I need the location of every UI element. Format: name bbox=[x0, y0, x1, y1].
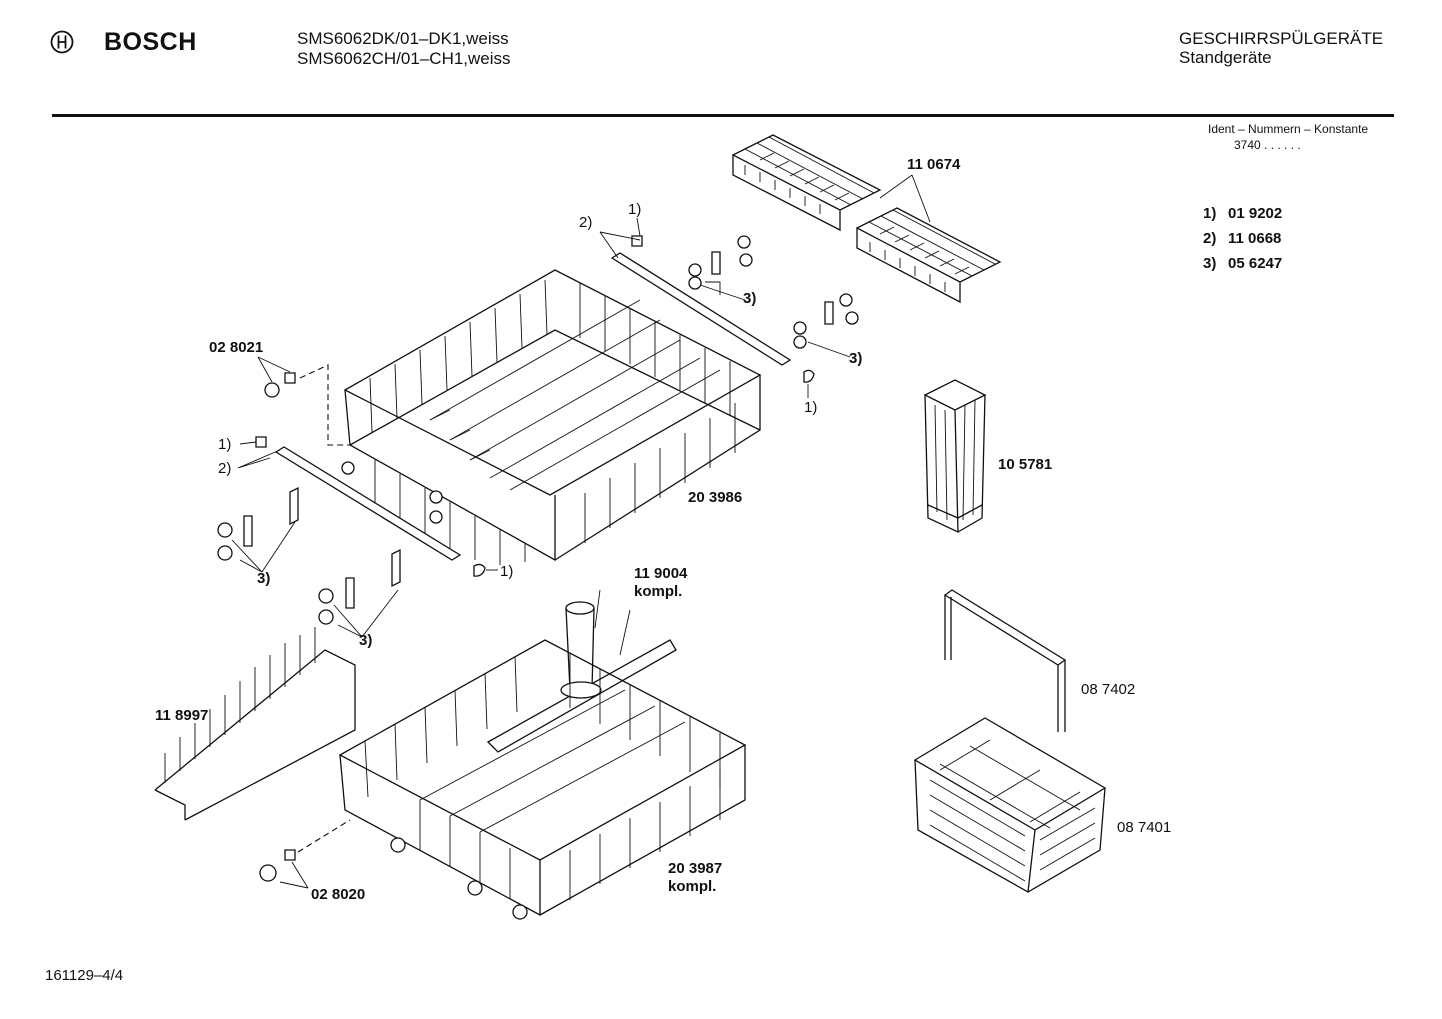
wheel-upper bbox=[258, 357, 350, 445]
callout-1-right: 1) bbox=[804, 399, 818, 416]
category-line-2: Standgeräte bbox=[1179, 48, 1272, 67]
callout-3-left-a: 3) bbox=[257, 570, 271, 587]
label-cutlery-trays: 11 0674 bbox=[907, 156, 961, 173]
insert-rack bbox=[155, 627, 355, 820]
cutlery-holder bbox=[925, 380, 985, 532]
ident-value: 3740 . . . . . . bbox=[1234, 138, 1301, 152]
spray-arm bbox=[488, 590, 676, 752]
label-cutlery-holder: 10 5781 bbox=[998, 456, 1053, 473]
label-cutlery-basket: 08 7401 bbox=[1117, 819, 1172, 836]
legend-value-3: 05 6247 bbox=[1228, 255, 1283, 272]
leader-cutlery-trays bbox=[880, 175, 930, 222]
callout-1-left: 1) bbox=[218, 436, 232, 453]
callout-1-rail-end: 1) bbox=[500, 563, 514, 580]
legend-value-2: 11 0668 bbox=[1228, 230, 1282, 247]
roller-fixture-left bbox=[218, 488, 400, 637]
label-handle: 08 7402 bbox=[1081, 681, 1136, 698]
model-line-1: SMS6062DK/01–DK1,weiss bbox=[297, 29, 509, 48]
callout-3-left-b: 3) bbox=[359, 632, 373, 649]
cutlery-tray-upper bbox=[733, 135, 880, 230]
callout-1-top: 1) bbox=[628, 201, 642, 218]
lower-basket bbox=[340, 640, 745, 919]
legend-key-2: 2) bbox=[1203, 230, 1217, 247]
label-upper-basket: 20 3986 bbox=[688, 489, 743, 506]
brand-name: BOSCH bbox=[104, 28, 197, 56]
ident-label: Ident – Nummern – Konstante bbox=[1208, 122, 1369, 136]
category-line-1: GESCHIRRSPÜLGERÄTE bbox=[1179, 29, 1384, 48]
label-spray-arm-2: kompl. bbox=[634, 583, 683, 600]
roller-fixture-top-right bbox=[689, 236, 858, 398]
model-line-2: SMS6062CH/01–CH1,weiss bbox=[297, 49, 511, 68]
cutlery-basket bbox=[915, 718, 1105, 892]
doc-number: 161129–4/4 bbox=[45, 967, 124, 984]
label-insert-rack: 11 8997 bbox=[155, 707, 209, 724]
basket-handle bbox=[945, 590, 1065, 732]
callout-2-top: 2) bbox=[579, 214, 593, 231]
legend-key-1: 1) bbox=[1203, 205, 1217, 222]
wheel-lower bbox=[260, 820, 350, 888]
label-wheel-lower: 02 8020 bbox=[311, 886, 366, 903]
legend-value-1: 01 9202 bbox=[1228, 205, 1283, 222]
cutlery-tray-lower bbox=[857, 208, 1000, 302]
callout-3-top-a: 3) bbox=[743, 290, 757, 307]
label-wheel-upper: 02 8021 bbox=[209, 339, 264, 356]
label-lower-basket-1: 20 3987 bbox=[668, 860, 723, 877]
bosch-logo-icon bbox=[50, 30, 74, 54]
upper-rail-left bbox=[238, 437, 498, 576]
header-rule bbox=[52, 114, 1394, 117]
legend-key-3: 3) bbox=[1203, 255, 1217, 272]
upper-basket bbox=[342, 270, 760, 565]
upper-rail-right bbox=[600, 218, 790, 365]
callout-2-left: 2) bbox=[218, 460, 232, 477]
callout-3-top-b: 3) bbox=[849, 350, 863, 367]
label-spray-arm-1: 11 9004 bbox=[634, 565, 688, 582]
label-lower-basket-2: kompl. bbox=[668, 878, 717, 895]
